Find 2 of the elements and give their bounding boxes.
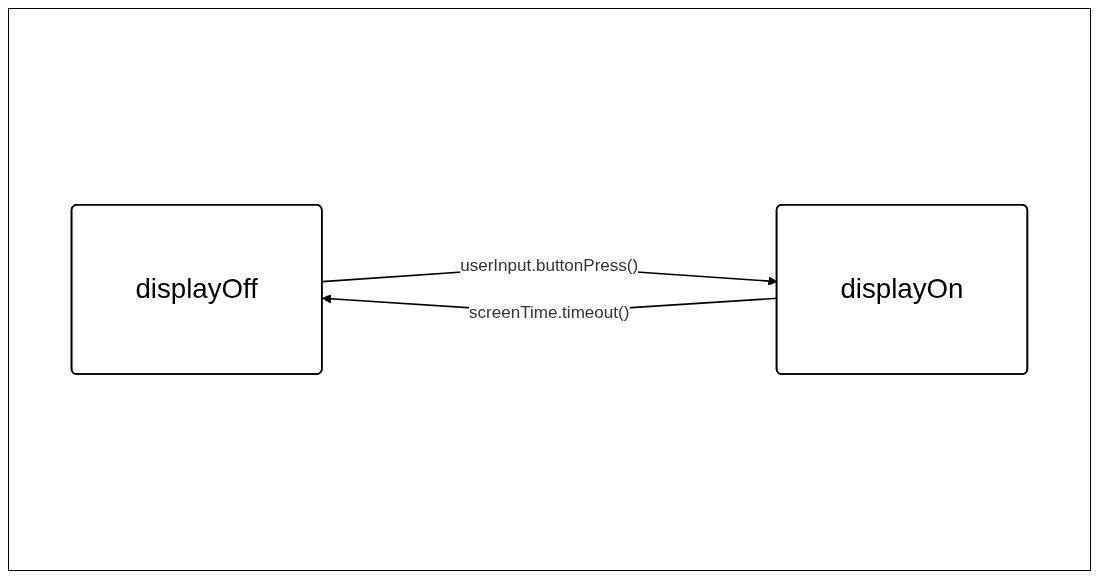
edge-label: userInput.buttonPress(): [460, 256, 639, 275]
edge-label: screenTime.timeout(): [469, 303, 630, 322]
